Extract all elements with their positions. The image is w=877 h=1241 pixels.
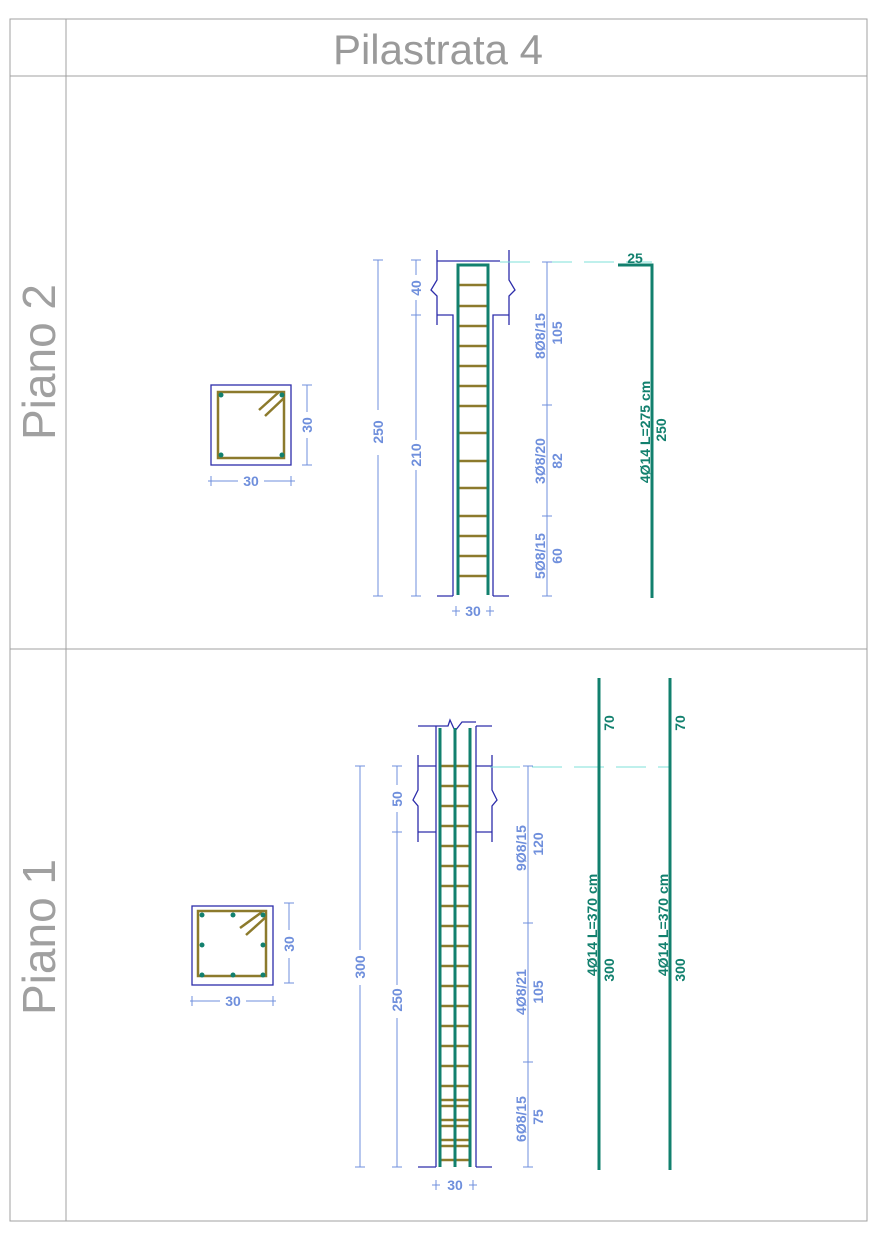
piano-1-longitudinal-bar-2: 70 4Ø14 L=370 cm 300 [655, 678, 688, 1170]
stirrup-zone-1-length: 120 [530, 832, 546, 856]
stirrup-zone-2-length: 105 [530, 980, 546, 1004]
beam-height-dim: 50 [389, 791, 405, 807]
bar-lap-length: 70 [601, 715, 617, 731]
stirrup-zone-1-spec: 8Ø8/15 [532, 313, 548, 359]
stirrup-zone-2-spec: 3Ø8/20 [532, 438, 548, 484]
bar-length: 300 [672, 958, 688, 982]
bar-length: 250 [653, 418, 669, 442]
column-width-dim: 30 [465, 603, 481, 619]
stirrup-zone-3-length: 60 [549, 548, 565, 564]
stirrup-zone-3-length: 75 [530, 1109, 546, 1125]
piano-2-elevation: 250 40 210 30 8Ø8/15 105 3Ø8/20 82 5Ø8/1… [370, 250, 652, 619]
section-width-dim: 30 [243, 473, 259, 489]
clear-height-dim: 210 [408, 443, 424, 467]
section-width-dim: 30 [225, 993, 241, 1009]
piano-2-longitudinal-bar: 25 4Ø14 L=275 cm 250 [618, 250, 669, 598]
bar-lap-length: 70 [672, 715, 688, 731]
clear-height-dim: 250 [389, 988, 405, 1012]
table-frame [9, 18, 868, 1222]
floor-label-piano-2: Piano 2 [13, 284, 65, 440]
piano-1-longitudinal-bar-1: 70 4Ø14 L=370 cm 300 [584, 678, 617, 1170]
bar-length: 300 [601, 958, 617, 982]
stirrup-zone-2-spec: 4Ø8/21 [513, 969, 529, 1015]
stirrup-zone-1-length: 105 [549, 321, 565, 345]
stirrup-zone-3-spec: 6Ø8/15 [513, 1096, 529, 1142]
stirrup-zone-2-length: 82 [549, 453, 565, 469]
bar-spec: 4Ø14 L=275 cm [637, 381, 653, 483]
total-height-dim: 250 [370, 420, 386, 444]
column-width-dim: 30 [447, 1177, 463, 1193]
floor-label-piano-1: Piano 1 [13, 859, 65, 1015]
piano-1-cross-section: 30 30 [190, 902, 297, 1009]
section-height-dim: 30 [299, 417, 315, 433]
stirrup-zone-3-spec: 5Ø8/15 [532, 533, 548, 579]
piano-1-elevation: 300 50 250 30 9Ø8/15 120 4Ø8/21 105 6Ø8/… [352, 718, 670, 1193]
section-height-dim: 30 [281, 936, 297, 952]
stirrup-zone-1-spec: 9Ø8/15 [513, 825, 529, 871]
page-title: Pilastrata 4 [333, 26, 543, 73]
piano-2-cross-section: 30 30 [208, 384, 315, 489]
bar-spec: 4Ø14 L=370 cm [655, 874, 671, 976]
bar-spec: 4Ø14 L=370 cm [584, 874, 600, 976]
beam-height-dim: 40 [408, 280, 424, 296]
bar-hook-length: 25 [627, 250, 643, 266]
total-height-dim: 300 [352, 955, 368, 979]
